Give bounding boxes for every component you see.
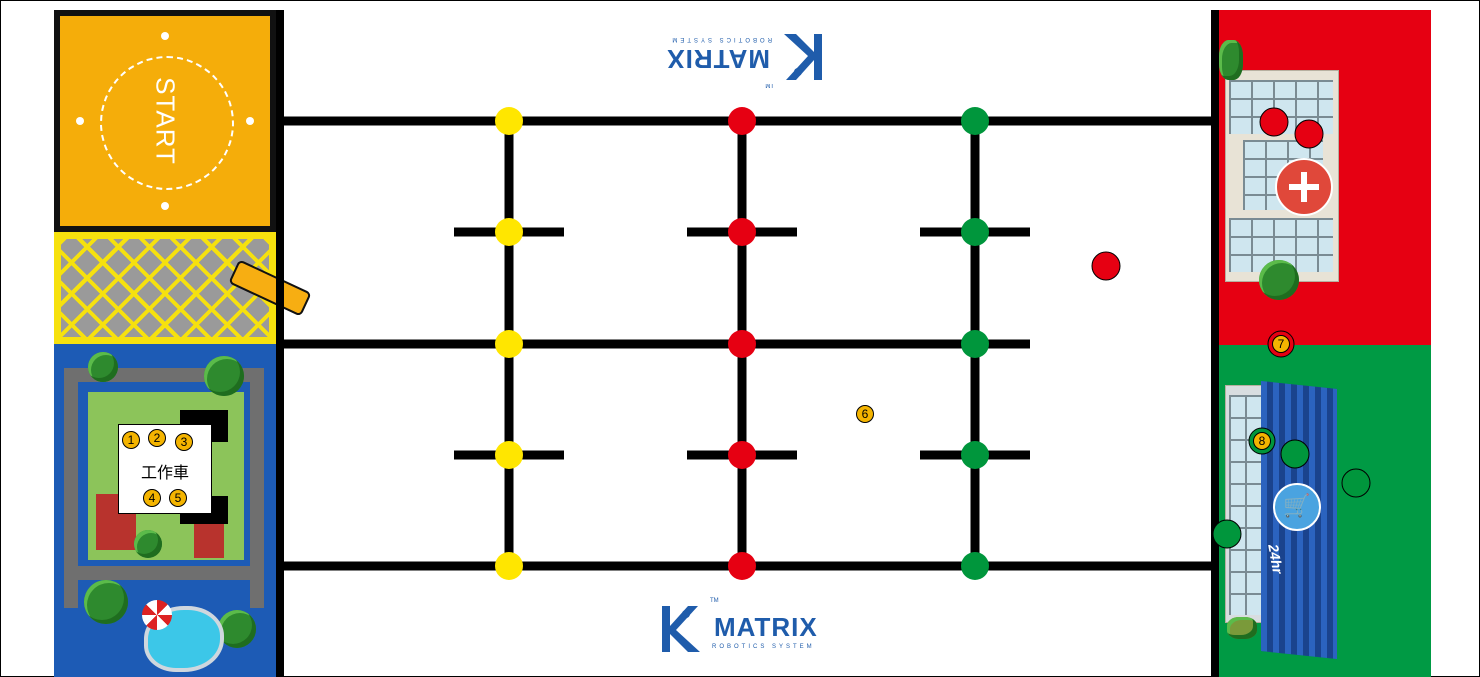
green-node [961,330,989,358]
tree [1219,40,1243,80]
green-node [961,441,989,469]
shopping-cart-icon: 🛒 [1273,483,1321,531]
logo-tm: TM [765,82,774,88]
hospital-windows [1229,80,1333,134]
green-node [961,218,989,246]
red-node [728,330,756,358]
green-node [961,552,989,580]
yellow-node [495,552,523,580]
robot-arm-icon [656,596,712,656]
red-node [728,218,756,246]
yellow-node [495,107,523,135]
logo-subtitle: ROBOTICS SYSTEM [669,36,772,42]
yellow-node [495,218,523,246]
plus-icon [1275,158,1333,216]
bush [1227,617,1257,639]
tree [1259,260,1299,300]
marker-6[interactable]: 6 [856,405,874,423]
marker-8[interactable]: 8 [1253,432,1271,450]
store-zone: 🛒 24hr [1219,345,1431,677]
logo-tm: TM [710,598,719,604]
logo-brand: MATRIX [666,43,770,74]
red-node [728,107,756,135]
hospital-zone [1219,10,1431,345]
yellow-node [495,330,523,358]
logo-subtitle: ROBOTICS SYSTEM [712,644,815,650]
green-node [961,107,989,135]
matrix-logo-bottom: TM MATRIX ROBOTICS SYSTEM [652,592,832,662]
red-node [728,441,756,469]
red-node [728,552,756,580]
marker-7[interactable]: 7 [1272,335,1290,353]
robot-arm-icon [772,30,828,90]
yellow-node [495,441,523,469]
logo-brand: MATRIX [714,612,818,643]
matrix-logo-top: TM MATRIX ROBOTICS SYSTEM [652,24,832,94]
plus-bar [1301,172,1307,202]
